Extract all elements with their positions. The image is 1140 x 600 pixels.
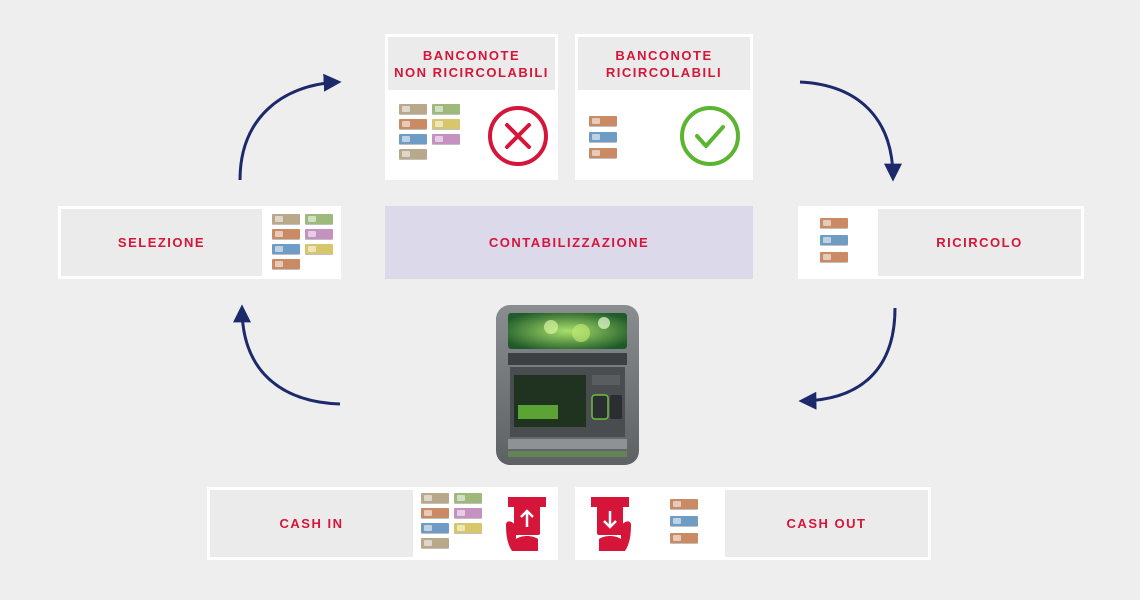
check-circle-icon (680, 106, 740, 166)
arrow-recyclable-to-recirculation (799, 80, 902, 182)
cash-dispense-icon (591, 497, 631, 551)
non-recyclable-label: BANCONOTE NON RICIRCOLABILI (394, 47, 549, 80)
accounting-node: CONTABILIZZAZIONE (385, 206, 753, 279)
atm-illustration (496, 305, 639, 465)
x-circle-icon (488, 106, 548, 166)
atm-machine (496, 305, 639, 465)
cash-out-node: CASH OUT (575, 487, 931, 560)
banknotes-icon (589, 116, 619, 166)
banknotes-mixed-icon (272, 214, 338, 276)
cash-out-label: CASH OUT (786, 516, 867, 531)
banknotes-icon (820, 218, 850, 270)
banknotes-icon (670, 499, 700, 551)
selection-node: SELEZIONE (58, 206, 341, 279)
accounting-label: CONTABILIZZAZIONE (488, 235, 650, 250)
recirculation-label: RICIRCOLO (936, 235, 1023, 250)
arrow-recirculation-to-atm (798, 307, 897, 410)
non-recyclable-node: BANCONOTE NON RICIRCOLABILI (385, 34, 558, 180)
recirculation-node: RICIRCOLO (798, 206, 1084, 279)
recyclable-label: BANCONOTE RICIRCOLABILI (605, 47, 723, 80)
recyclable-node: BANCONOTE RICIRCOLABILI (575, 34, 753, 180)
card-insert-icon (506, 497, 546, 551)
arrow-selection-to-nonrecyclable (238, 73, 342, 181)
selection-label: SELEZIONE (117, 235, 206, 250)
banknotes-mixed-icon (399, 104, 465, 194)
banknotes-mixed-icon (421, 493, 487, 557)
arrow-atm-to-selection (233, 304, 341, 406)
cash-in-node: CASH IN (207, 487, 558, 560)
cash-in-label: CASH IN (279, 516, 344, 531)
